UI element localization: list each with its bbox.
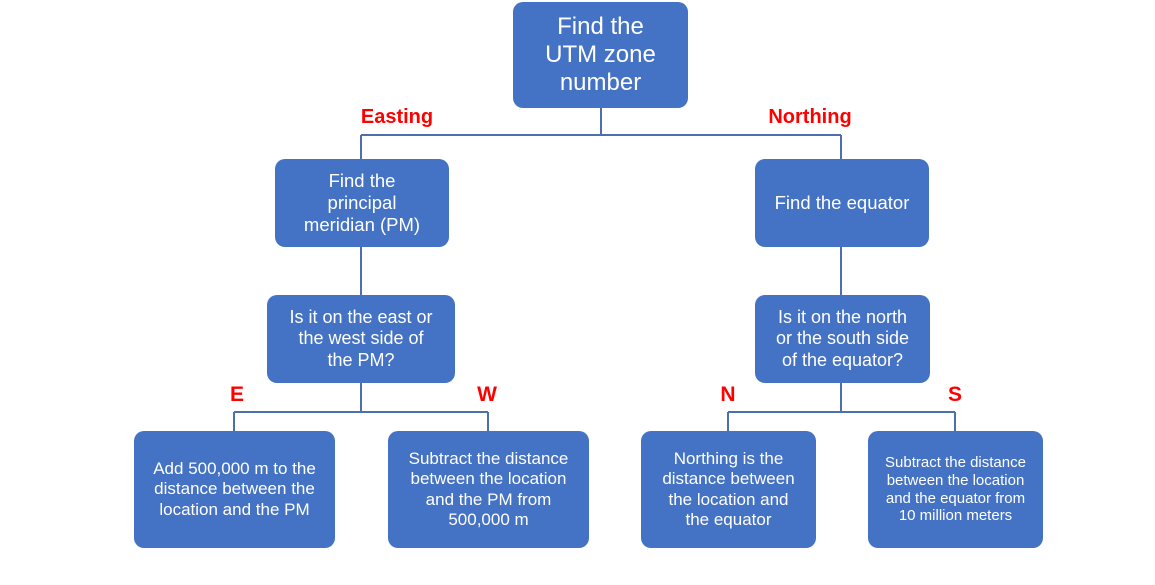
node-question-north-or-south[interactable]: Is it on the north or the south side of … [755,295,930,383]
edge-label-north: N [720,383,736,406]
node-find-equator[interactable]: Find the equator [755,159,929,247]
edge-label-easting: Easting [360,106,434,128]
node-label: Is it on the north or the south side of … [775,307,910,370]
edge-label-south: S [947,383,962,406]
node-result-northing-distance[interactable]: Northing is the distance between the loc… [641,431,816,548]
node-label: Add 500,000 m to the distance between th… [153,459,316,519]
edge-label-northing: Northing [768,106,852,128]
node-label: Subtract the distance between the locati… [885,454,1026,525]
node-label: Find the equator [774,192,910,214]
node-result-subtract-from-10-million[interactable]: Subtract the distance between the locati… [868,431,1043,548]
node-label: Find the principal meridian (PM) [303,170,421,235]
node-label: Find the UTM zone number [545,12,656,97]
node-question-east-or-west[interactable]: Is it on the east or the west side of th… [267,295,455,383]
node-result-add-500000[interactable]: Add 500,000 m to the distance between th… [134,431,335,548]
node-find-principal-meridian[interactable]: Find the principal meridian (PM) [275,159,449,247]
node-find-utm-zone-number[interactable]: Find the UTM zone number [513,2,688,108]
node-label: Northing is the distance between the loc… [662,449,795,529]
node-label: Is it on the east or the west side of th… [289,307,433,370]
edge-label-east: E [229,383,244,406]
node-result-subtract-from-500000[interactable]: Subtract the distance between the locati… [388,431,589,548]
node-label: Subtract the distance between the locati… [408,449,569,529]
edge-label-west: W [477,383,497,406]
